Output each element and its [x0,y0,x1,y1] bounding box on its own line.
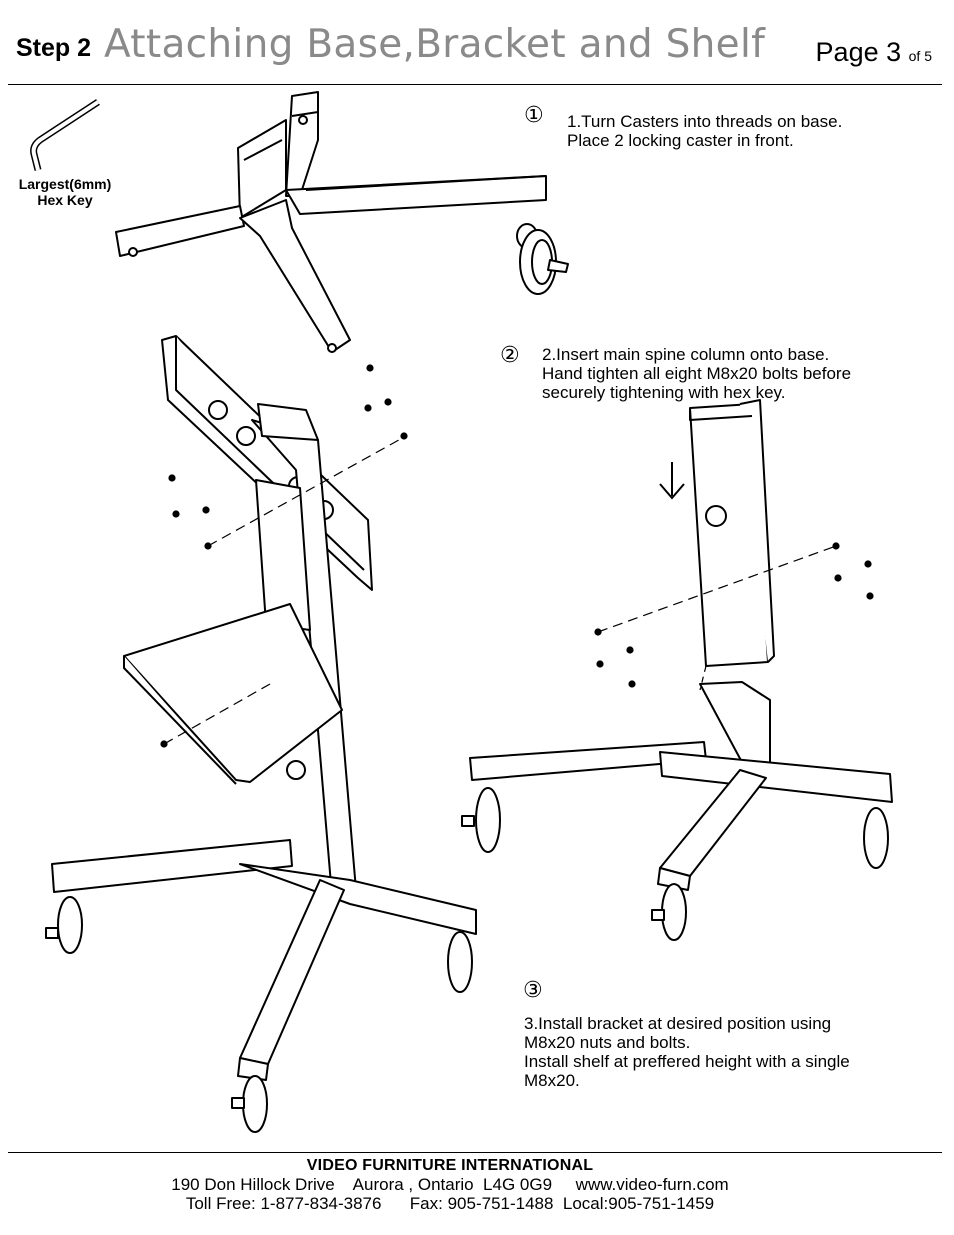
step-2-line-1: 2.Insert main spine column onto base. [542,345,830,364]
down-arrow-icon [659,462,685,500]
base-illustration-left [51,839,477,1081]
step-3-number: ③ [523,978,543,1003]
base-illustration-right [469,681,893,891]
step-label: Step 2 [16,34,92,62]
hex-key-icon [30,99,100,171]
shelf-illustration [123,603,343,785]
page-word: Page 3 [815,37,902,67]
step-2-instructions: 2.Insert main spine column onto base. Ha… [542,345,851,402]
step-2-line-2: Hand tighten all eight M8x20 bolts befor… [542,364,852,383]
address-line: 190 Don Hillock Drive Aurora , Ontario L… [171,1175,729,1194]
caster-illustration-step1 [516,223,569,295]
step-2-line-3: securely tightening with hex key. [542,383,786,402]
footer-divider [8,1152,942,1153]
step-1-line-1: 1.Turn Casters into threads on base. [567,112,843,131]
page-of: of 5 [908,48,932,64]
step-3-instructions: 3.Install bracket at desired position us… [524,1014,850,1090]
caster-illustration-left-3 [231,1075,268,1133]
header-divider [8,84,942,85]
caster-illustration-right-2 [863,807,889,869]
step-title: Attaching Base,Bracket and Shelf [104,22,766,67]
step-3-line-1: 3.Install bracket at desired position us… [524,1014,832,1033]
base-illustration-step1 [115,91,547,353]
caster-illustration-right-3 [651,883,687,941]
assembly-drawing [45,91,893,1133]
step-1-number: ① [524,103,544,128]
step-3-line-3: Install shelf at preffered height with a… [524,1052,850,1071]
step-3-line-4: M8x20. [524,1071,580,1090]
step-1-instructions: 1.Turn Casters into threads on base. Pla… [567,112,842,150]
hex-key-label-line2: Hex Key [37,192,93,208]
page-number: Page 3 of 5 [816,37,932,68]
step-3-line-2: M8x20 nuts and bolts. [524,1033,691,1052]
spine-column-right [689,399,775,667]
phone-line: Toll Free: 1-877-834-3876 Fax: 905-751-1… [185,1194,715,1213]
company-name: VIDEO FURNITURE INTERNATIONAL [306,1157,594,1174]
hex-key-label: Largest(6mm) Hex Key [10,176,120,208]
caster-illustration-left-1 [45,896,83,954]
hex-key-label-line1: Largest(6mm) [18,176,112,192]
page-footer: VIDEO FURNITURE INTERNATIONAL 190 Don Hi… [0,1156,900,1213]
bolts-and-guides [160,364,874,748]
caster-illustration-left-2 [447,931,473,993]
caster-illustration-right-1 [461,787,501,853]
step-2-number: ② [500,343,520,368]
step-1-line-2: Place 2 locking caster in front. [567,131,794,150]
page-header: Step 2 Attaching Base,Bracket and Shelf … [0,0,954,86]
